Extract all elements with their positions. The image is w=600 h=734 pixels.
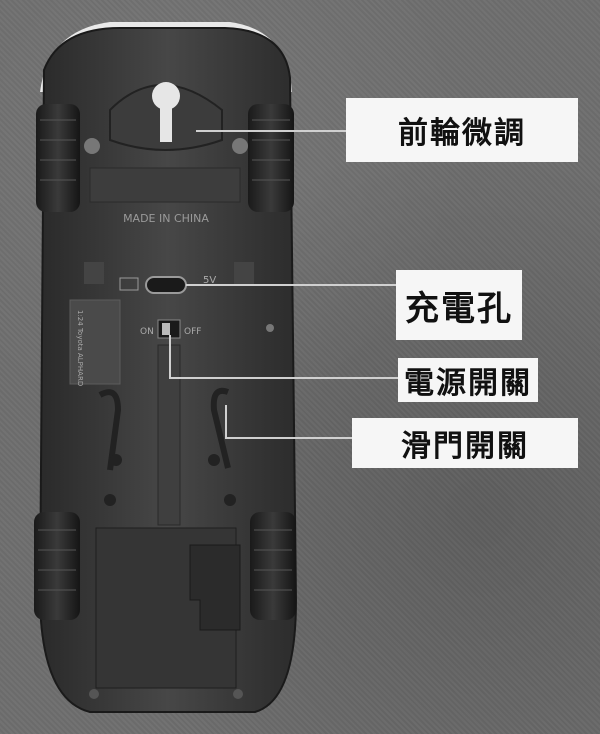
switch-off-text: OFF bbox=[184, 327, 201, 337]
rear-left-wheel bbox=[34, 512, 80, 620]
battery-icon bbox=[119, 277, 139, 291]
made-in-text: MADE IN CHINA bbox=[123, 212, 209, 225]
model-text: 1:24 Toyota ALPHARD bbox=[76, 310, 84, 386]
leader-door-switch bbox=[225, 405, 352, 439]
door-lever-right bbox=[210, 387, 231, 469]
motor-block bbox=[189, 544, 241, 631]
leader-power-switch bbox=[169, 335, 398, 379]
voltage-text: 5V bbox=[203, 275, 216, 286]
screw-right bbox=[232, 138, 248, 154]
screw-left bbox=[84, 138, 100, 154]
screw-b bbox=[208, 454, 220, 466]
screw-d bbox=[224, 494, 236, 506]
screw-a bbox=[110, 454, 122, 466]
clip-right bbox=[234, 262, 254, 284]
rear-right-wheel bbox=[250, 512, 296, 620]
clip-left bbox=[84, 262, 104, 284]
label-charge-port: 充電孔 bbox=[396, 270, 522, 340]
screw-rear-right bbox=[233, 689, 243, 699]
screw-rear-left bbox=[89, 689, 99, 699]
label-power-switch: 電源開關 bbox=[398, 358, 538, 402]
door-lever-left bbox=[98, 389, 122, 471]
model-sticker bbox=[69, 299, 121, 385]
usb-c-port bbox=[145, 276, 187, 294]
label-front-wheel-trim: 前輪微調 bbox=[346, 98, 578, 162]
label-door-switch: 滑門開關 bbox=[352, 418, 578, 468]
screw-side bbox=[266, 324, 274, 332]
front-left-wheel bbox=[36, 104, 80, 212]
front-crossmember bbox=[89, 167, 241, 203]
trim-pointer bbox=[160, 96, 172, 142]
switch-slider bbox=[162, 323, 170, 335]
screw-c bbox=[104, 494, 116, 506]
switch-on-text: ON bbox=[140, 327, 154, 337]
